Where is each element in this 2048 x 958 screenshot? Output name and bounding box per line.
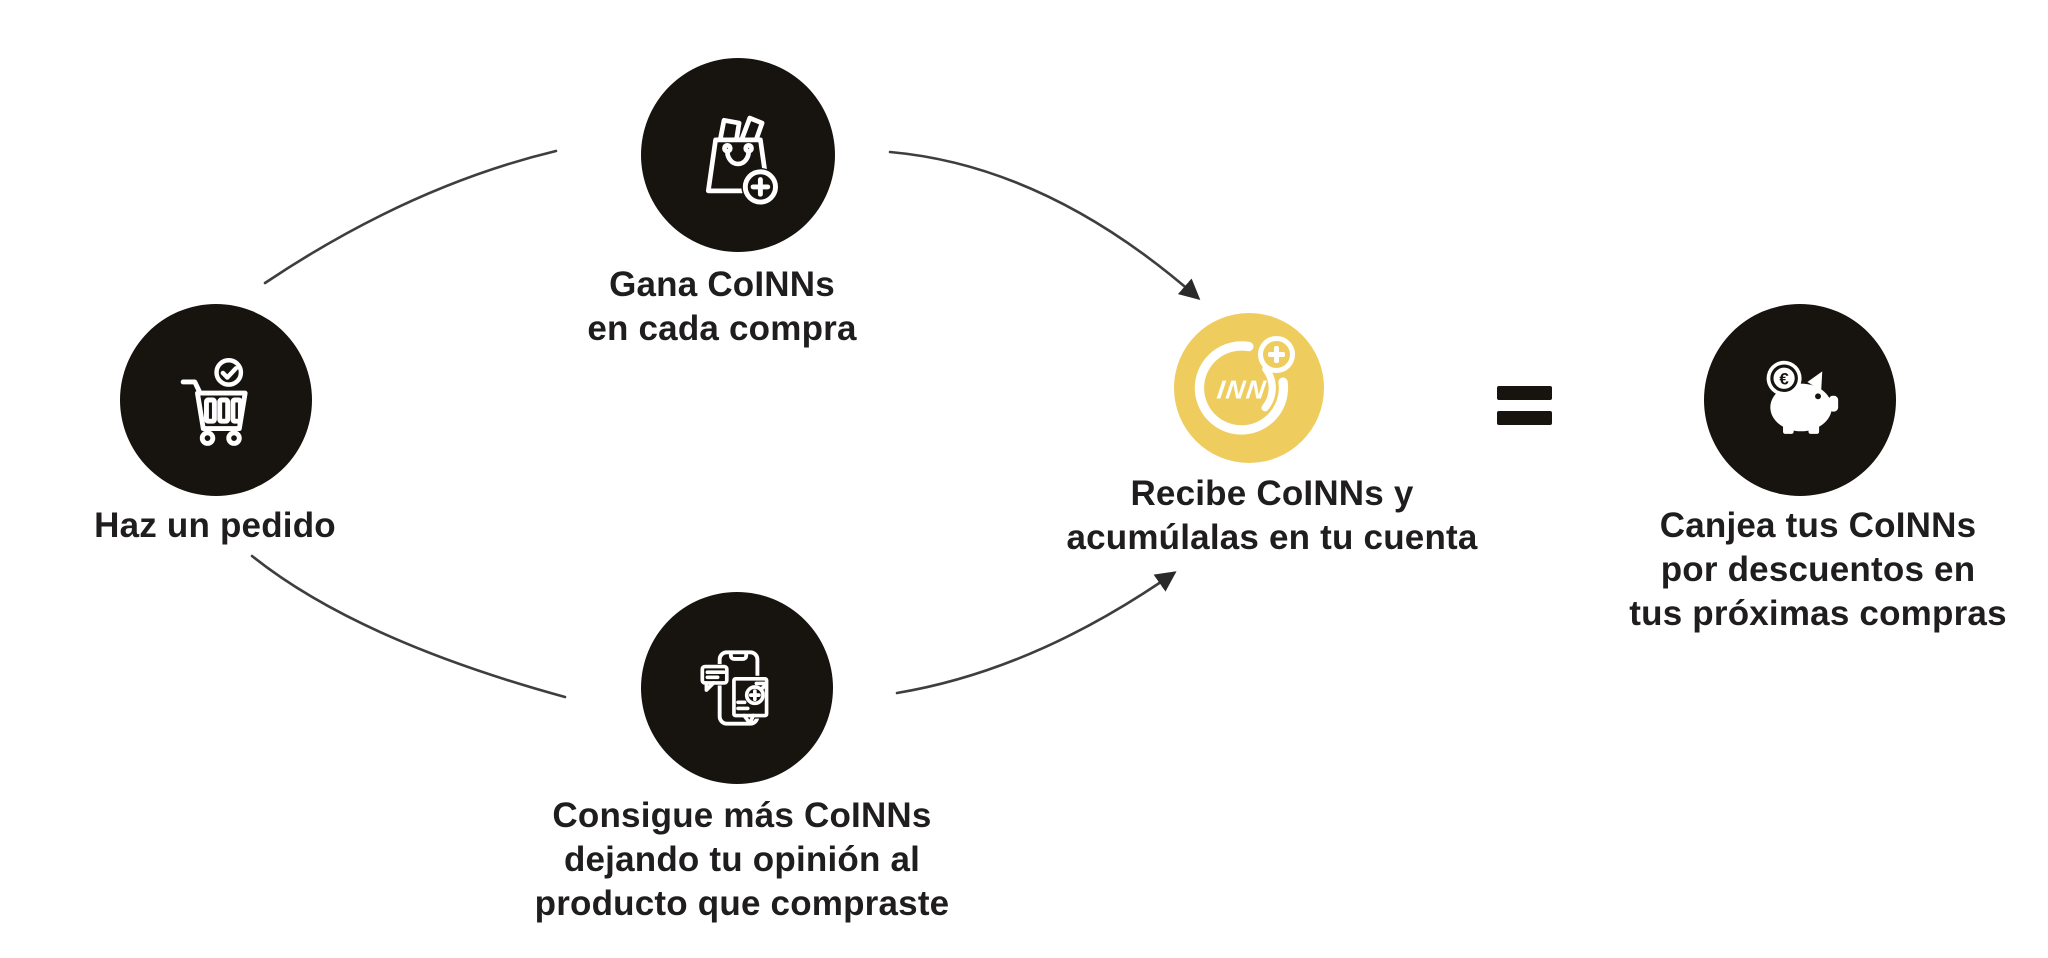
arc-review-to-receive bbox=[895, 571, 1177, 695]
earn-label: Gana CoINNs en cada compra bbox=[587, 265, 857, 348]
cart-check-icon bbox=[180, 357, 248, 446]
equals-icon bbox=[1497, 386, 1552, 425]
receive-label: Recibe CoINNs y acumúlalas en tu cuenta bbox=[1066, 474, 1478, 557]
phone-review-plus-icon bbox=[699, 650, 770, 726]
receive-node-coin: INN bbox=[1174, 313, 1324, 463]
plus-badge-icon bbox=[1258, 336, 1295, 373]
shopping-bag-plus-icon bbox=[705, 115, 780, 206]
coin-ring bbox=[1194, 341, 1289, 435]
order-label: Haz un pedido bbox=[94, 506, 336, 545]
coin-inn-text: INN bbox=[1214, 374, 1269, 404]
order-node-circle bbox=[120, 304, 312, 496]
euro-symbol: € bbox=[1779, 370, 1789, 389]
arc-order-to-review bbox=[250, 554, 567, 699]
coinn-coin-icon: INN bbox=[1174, 313, 1324, 463]
earn-node-circle bbox=[641, 58, 835, 252]
review-node-circle bbox=[641, 592, 833, 784]
piggy-bank-euro-icon: € bbox=[1766, 360, 1839, 434]
redeem-node-circle: € bbox=[1704, 304, 1896, 496]
redeem-label: Canjea tus CoINNs por descuentos en tus … bbox=[1629, 506, 2007, 633]
review-label: Consigue más CoINNs dejando tu opinión a… bbox=[534, 796, 950, 923]
